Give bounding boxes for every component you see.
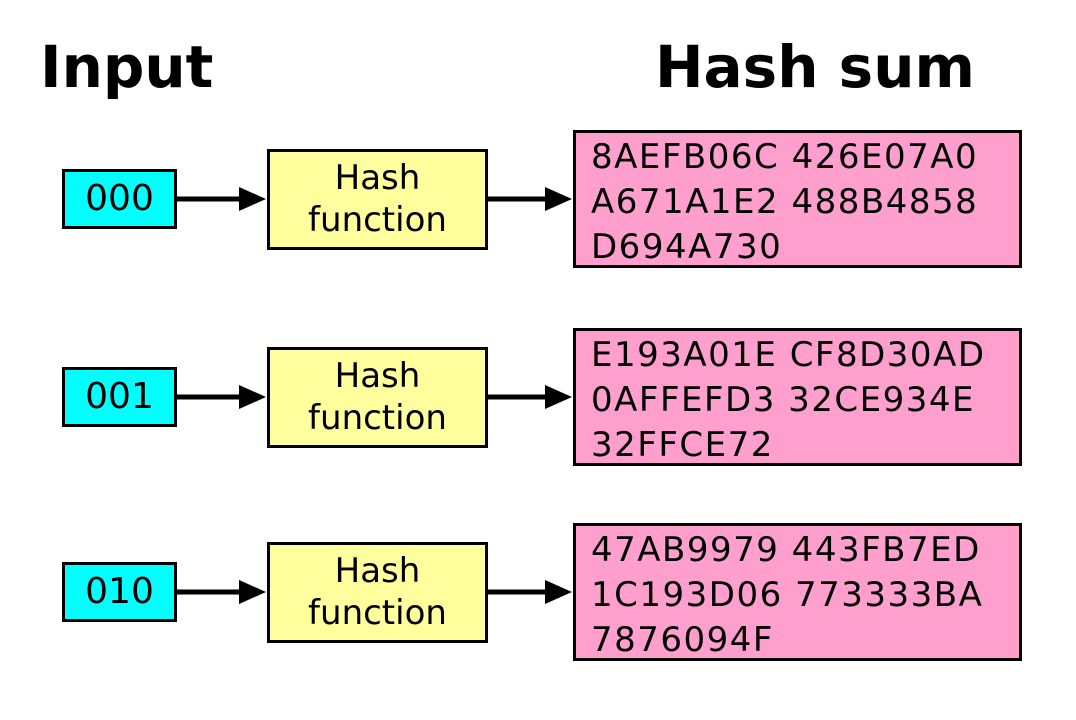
right-arrow-icon (488, 184, 573, 214)
hash-function-label-line2: function (308, 593, 447, 633)
hash-function-box: Hash function (267, 346, 488, 448)
input-box: 010 (62, 562, 177, 622)
diagram-row: 001 Hash function E193A01E CF8D30AD 0AFF… (0, 328, 1076, 466)
input-column-heading: Input (40, 33, 214, 101)
hash-sum-line: D694A730 (591, 227, 783, 267)
hash-sum-box: 47AB9979 443FB7ED 1C193D06 773333BA 7876… (573, 523, 1022, 661)
input-box: 000 (62, 169, 177, 229)
hash-sum-box: E193A01E CF8D30AD 0AFFEFD3 32CE934E 32FF… (573, 328, 1022, 466)
right-arrow-icon (488, 577, 573, 607)
hash-sum-line: 8AEFB06C 426E07A0 (591, 137, 979, 177)
hash-sum-line: 1C193D06 773333BA (591, 575, 984, 615)
hash-function-box: Hash function (267, 148, 488, 250)
right-arrow-icon (177, 382, 267, 412)
right-arrow-icon (177, 577, 267, 607)
hash-function-label-line2: function (308, 398, 447, 438)
hash-function-label-line1: Hash (334, 356, 421, 396)
hash-function-label-line1: Hash (334, 158, 421, 198)
diagram-row: 010 Hash function 47AB9979 443FB7ED 1C19… (0, 523, 1076, 661)
input-box: 001 (62, 367, 177, 427)
hash-sum-line: 47AB9979 443FB7ED (591, 530, 981, 570)
right-arrow-icon (177, 184, 267, 214)
input-value-label: 001 (85, 376, 154, 417)
hash-sum-column-heading: Hash sum (655, 33, 975, 101)
hash-sum-line: 7876094F (591, 620, 774, 660)
hash-sum-line: A671A1E2 488B4858 (591, 182, 979, 222)
diagram-row: 000 Hash function 8AEFB06C 426E07A0 A671… (0, 130, 1076, 268)
hash-sum-line: 32FFCE72 (591, 425, 774, 465)
input-value-label: 000 (85, 178, 154, 219)
hash-function-box: Hash function (267, 541, 488, 643)
hash-function-label-line1: Hash (334, 551, 421, 591)
hash-sum-line: E193A01E CF8D30AD (591, 335, 986, 375)
right-arrow-icon (488, 382, 573, 412)
hash-sum-line: 0AFFEFD3 32CE934E (591, 380, 976, 420)
input-value-label: 010 (85, 571, 154, 612)
hash-sum-box: 8AEFB06C 426E07A0 A671A1E2 488B4858 D694… (573, 130, 1022, 268)
hash-function-label-line2: function (308, 200, 447, 240)
